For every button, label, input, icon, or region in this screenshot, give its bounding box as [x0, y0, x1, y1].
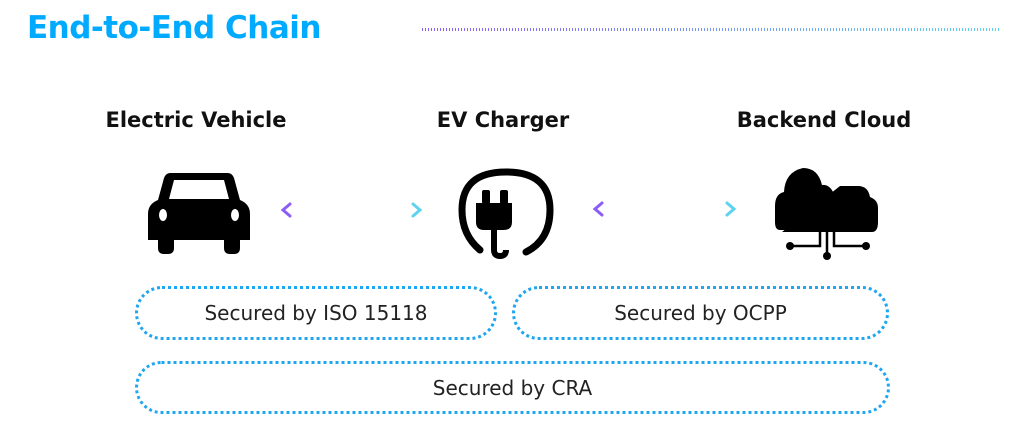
pill-cra: Secured by CRA: [135, 361, 890, 414]
cloud-icon: [775, 168, 878, 260]
pill-label: Secured by CRA: [432, 375, 593, 400]
dotted-divider: [422, 28, 1000, 31]
car-icon: [148, 173, 250, 254]
node-label-cloud: Backend Cloud: [736, 108, 912, 132]
pill-label: Secured by ISO 15118: [204, 301, 428, 325]
page-title: End-to-End Chain: [27, 10, 321, 46]
plug-icon: [458, 168, 554, 260]
pill-ocpp: Secured by OCPP: [512, 286, 889, 340]
arrow-ev-charger: [280, 202, 423, 218]
node-label-charger: EV Charger: [436, 108, 570, 132]
arrow-charger-cloud: [592, 201, 737, 217]
pill-iso15118: Secured by ISO 15118: [135, 286, 497, 340]
pill-label: Secured by OCPP: [614, 301, 787, 325]
node-label-ev: Electric Vehicle: [105, 108, 287, 132]
